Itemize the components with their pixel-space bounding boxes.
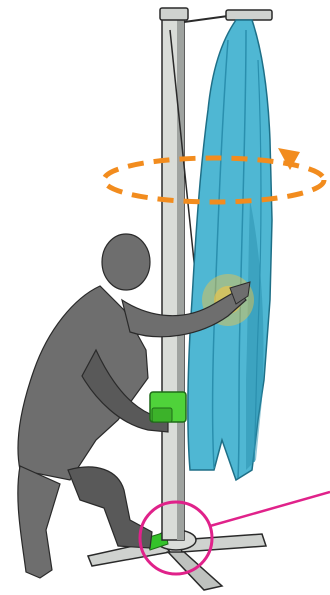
person-head <box>102 234 150 290</box>
handle-grip <box>152 408 172 422</box>
pole-shade <box>177 18 184 540</box>
canopy-mount <box>226 10 272 20</box>
arm-strut <box>184 16 228 22</box>
folded-canopy <box>188 20 272 480</box>
pole-cap <box>160 8 188 20</box>
base-leg-front <box>168 552 222 590</box>
person-leg-back <box>18 466 60 578</box>
green-handle <box>150 392 186 422</box>
highlight-pointer-line <box>210 492 330 526</box>
